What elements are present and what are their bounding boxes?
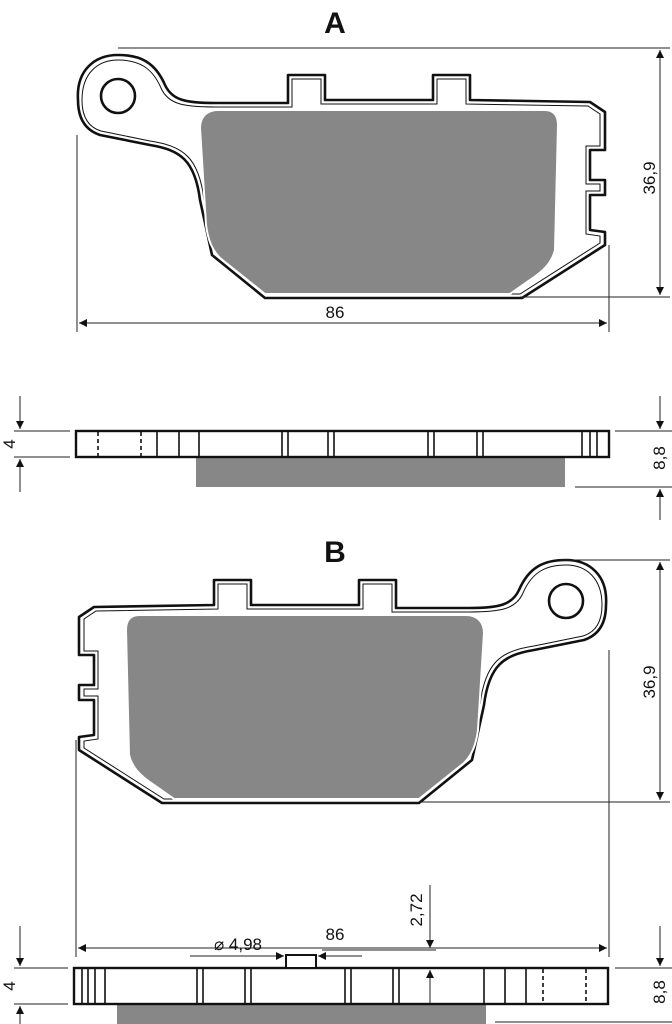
view-a-title: A	[324, 7, 346, 40]
view-b-top-outline	[77, 558, 608, 805]
view-b-total-thickness: 8,8	[650, 980, 669, 1004]
view-a-plate-thickness: 4	[0, 439, 19, 448]
view-b-side	[72, 954, 610, 1024]
view-a-top-outline	[76, 53, 607, 300]
view-b-height-label: 36,9	[640, 665, 659, 698]
pin	[285, 954, 317, 969]
view-a-height-label: 36,9	[640, 161, 659, 194]
view-a-side	[74, 429, 611, 487]
view-b-width-label: 86	[326, 925, 345, 944]
view-b-title: B	[324, 536, 346, 569]
view-a-width-label: 86	[326, 303, 345, 322]
view-b-plate-thickness: 4	[0, 981, 19, 990]
pin-diameter-label: ⌀ 4,98	[214, 935, 262, 954]
pin-height-label: 2,72	[407, 893, 426, 926]
view-a-total-thickness: 8,8	[650, 446, 669, 470]
